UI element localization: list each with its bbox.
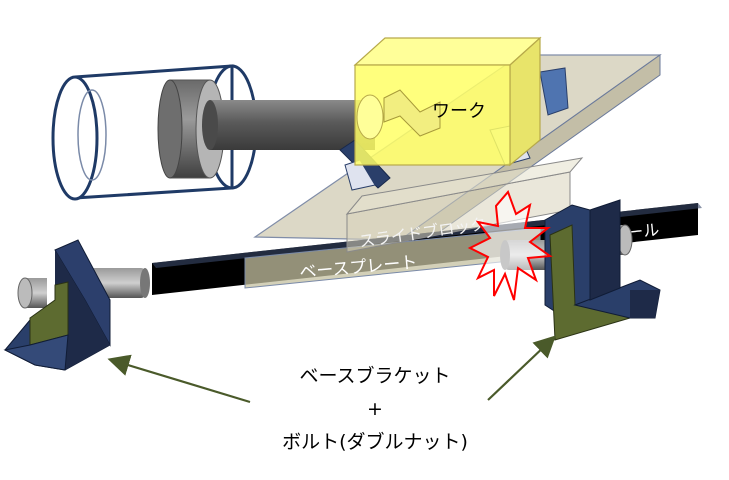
arrow-to-left-bracket bbox=[118, 362, 250, 402]
caption-line-1: ベースブラケット bbox=[255, 360, 495, 393]
caption-line-3: ボルト(ダブルナット) bbox=[255, 426, 495, 459]
bracket-caption: ベースブラケット + ボルト(ダブルナット) bbox=[255, 360, 495, 459]
piston-rod bbox=[202, 100, 375, 150]
caption-line-2: + bbox=[255, 393, 495, 426]
work-label: ワーク bbox=[432, 101, 486, 122]
arrow-to-right-bracket bbox=[488, 343, 548, 400]
